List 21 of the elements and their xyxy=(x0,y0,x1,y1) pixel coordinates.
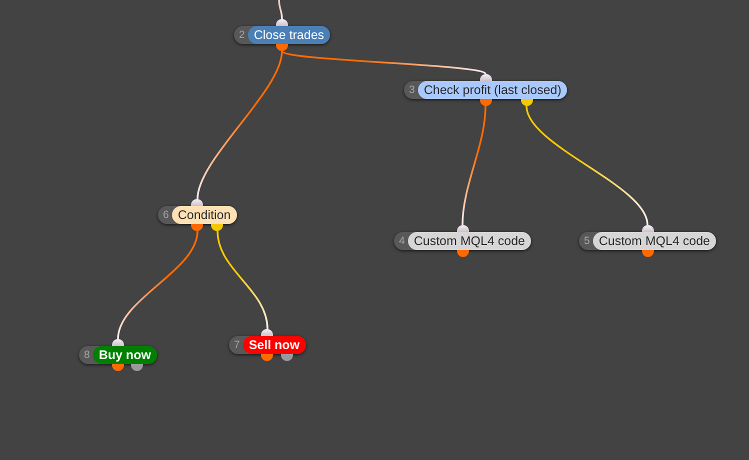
node-number: 7 xyxy=(234,338,240,353)
connector-line xyxy=(282,50,486,75)
connector-line xyxy=(278,0,283,20)
connector-line xyxy=(216,230,268,330)
block-title: Close trades xyxy=(248,26,330,44)
node-number: 6 xyxy=(163,208,169,223)
node-number: 8 xyxy=(84,348,90,363)
connector-line xyxy=(117,230,198,340)
block-title: Custom MQL4 code xyxy=(592,232,716,250)
block-title: Buy now xyxy=(92,346,157,364)
block-title: Sell now xyxy=(242,336,306,354)
node-number: 3 xyxy=(409,83,415,98)
node-number: 5 xyxy=(584,234,590,249)
node-number: 2 xyxy=(239,28,245,43)
connector-line xyxy=(526,106,648,226)
connector-line xyxy=(462,106,486,226)
block-title: Custom MQL4 code xyxy=(408,232,532,250)
node-number: 4 xyxy=(399,234,405,249)
connector-line xyxy=(196,50,283,200)
block-title: Condition xyxy=(172,206,237,224)
block-title: Check profit (last closed) xyxy=(418,81,568,99)
